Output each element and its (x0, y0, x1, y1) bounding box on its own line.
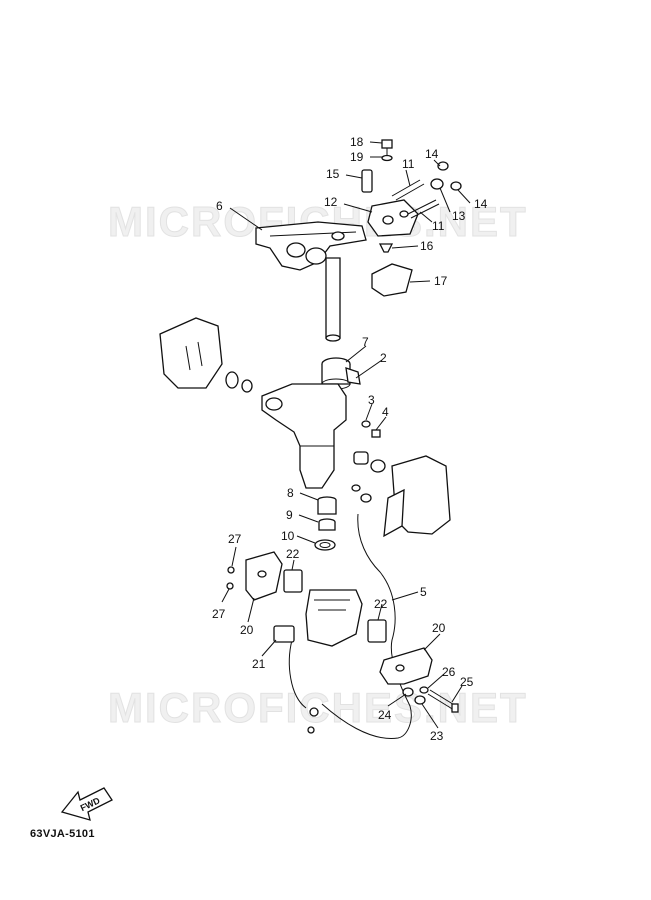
pin-part (361, 169, 373, 193)
watermark-lower: MICROFICHES.NET (108, 684, 528, 731)
leader-lines (221, 141, 471, 729)
callout-c6: 6 (216, 199, 223, 213)
callout-c18: 18 (350, 135, 364, 149)
bolt-25-part (427, 689, 459, 713)
spacer-9-part (318, 518, 336, 531)
swivel-bracket-part (261, 383, 347, 489)
stern-bracket-part (288, 589, 363, 709)
callout-c27b: 27 (212, 607, 226, 621)
left-washer-part (225, 371, 239, 389)
washer-3-part (361, 420, 371, 428)
callout-c7: 7 (362, 335, 369, 349)
callout-c11b: 11 (432, 219, 445, 233)
rubber-22-lower-part (367, 619, 387, 643)
callout-c5: 5 (420, 585, 427, 599)
steering-shaft-part (325, 257, 341, 342)
callout-c19: 19 (350, 150, 364, 164)
clip-2-part (345, 367, 361, 385)
callout-c12: 12 (324, 195, 338, 209)
callout-c13: 13 (452, 209, 466, 223)
stopper-bracket-right-part (379, 647, 433, 685)
callout-c14a: 14 (425, 147, 439, 161)
small-bolt-part (351, 484, 361, 492)
callout-c16: 16 (420, 239, 434, 253)
callout-c9: 9 (286, 508, 293, 522)
screw-27-lower-part (226, 582, 234, 590)
stopper-bracket-left-part (245, 551, 283, 601)
callout-c8: 8 (287, 486, 294, 500)
callout-c20a: 20 (240, 623, 254, 637)
grease-nipple-part (378, 243, 394, 253)
small-nut-part (360, 493, 372, 503)
callout-c15: 15 (326, 167, 340, 181)
callout-c21: 21 (252, 657, 266, 671)
rubber-22-upper-part (283, 569, 303, 593)
callout-c14b: 14 (474, 197, 488, 211)
screw-27-upper-part (227, 566, 235, 574)
bolt-11-part (391, 179, 440, 219)
callout-labels: 1819151114141311126161772348910272252720… (212, 135, 488, 743)
callout-c10: 10 (281, 529, 295, 543)
callout-c2: 2 (380, 351, 387, 365)
callout-c17: 17 (434, 274, 448, 288)
bolt-4-part (371, 429, 381, 438)
washer-26-part (419, 686, 429, 694)
seal-10-part (314, 539, 336, 551)
drawing-code: 63VJA-5101 (30, 828, 95, 840)
callout-c27a: 27 (228, 532, 242, 546)
callout-c22b: 22 (374, 597, 388, 611)
left-bushing-part (241, 379, 253, 393)
callout-c24: 24 (378, 708, 392, 722)
callout-c3: 3 (368, 393, 375, 407)
spring-part (353, 451, 386, 473)
callout-c20b: 20 (432, 621, 446, 635)
rubber-21-part (273, 625, 295, 643)
fwd-direction-arrow: FWD (60, 787, 113, 821)
bottom-bolt-part (307, 726, 315, 734)
left-clamp-pad-part (159, 317, 223, 389)
nut-23-part (414, 695, 426, 705)
plate-17-part (371, 263, 413, 297)
callout-c22a: 22 (286, 547, 300, 561)
bottom-screw-part (309, 707, 319, 717)
callout-c25: 25 (460, 675, 474, 689)
callout-c23: 23 (430, 729, 444, 743)
bushing-8-part (317, 496, 337, 515)
nut-13-part (430, 161, 462, 191)
washer-19-part (381, 154, 393, 162)
callout-c4: 4 (382, 405, 389, 419)
callout-c11a: 11 (402, 157, 415, 171)
steering-bracket-part (255, 221, 367, 271)
callout-c26: 26 (442, 665, 456, 679)
